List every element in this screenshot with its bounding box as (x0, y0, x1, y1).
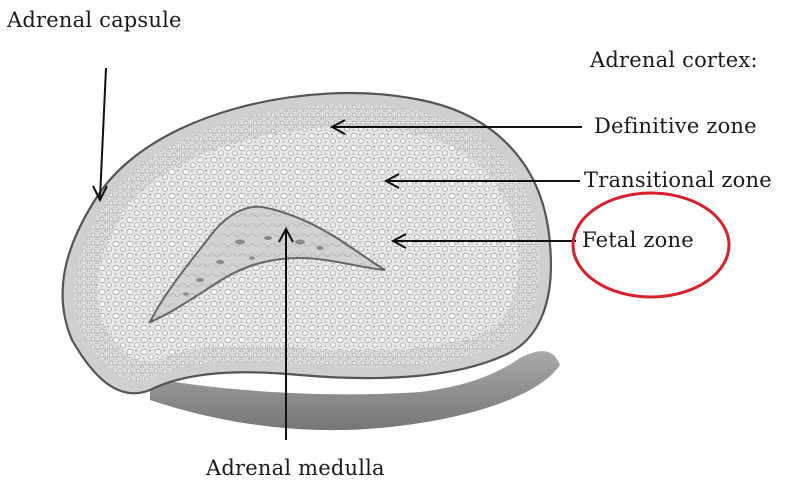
definitive-zone-label: Definitive zone (594, 114, 757, 138)
fetal-zone-label: Fetal zone (582, 228, 694, 252)
adrenal-capsule-label: Adrenal capsule (7, 8, 182, 32)
adrenal-medulla-label: Adrenal medulla (206, 456, 385, 480)
capsule-arrow (100, 68, 106, 198)
adrenal-cortex-heading: Adrenal cortex: (590, 48, 758, 72)
transitional-zone-label: Transitional zone (584, 168, 772, 192)
